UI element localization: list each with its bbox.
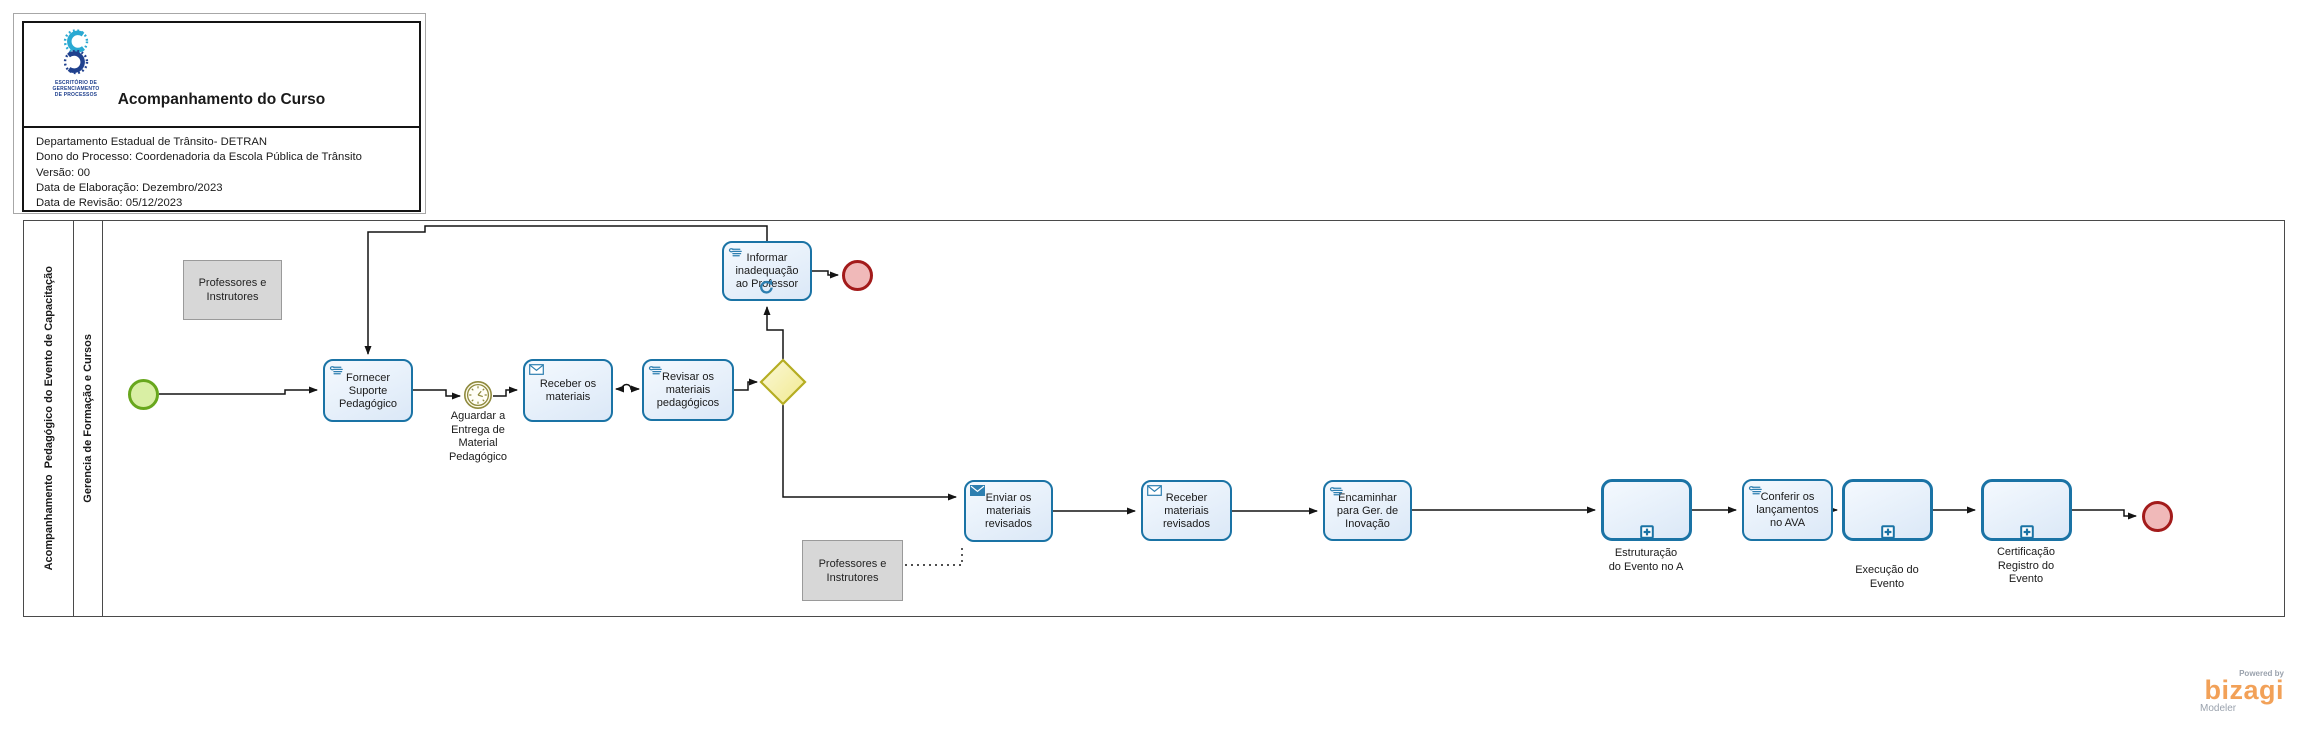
annotation-text: Professores e Instrutores — [198, 277, 267, 303]
task-informar-inadequacao[interactable]: Informar inadequação ao Professor — [722, 241, 812, 301]
task-label: Fornecer Suporte Pedagógico — [338, 371, 398, 410]
subprocess-plus-icon[interactable] — [1880, 525, 1895, 543]
manual-task-icon — [728, 246, 743, 263]
pool-header[interactable]: Acompanhamento Pedagógico do Evento de C… — [24, 221, 74, 616]
task-label: Enviar os materiais revisados — [984, 492, 1033, 530]
task-conferir-ava[interactable]: Conferir os lançamentos no AVA — [1742, 479, 1833, 541]
subprocess-certificacao-label: Certificação Registro do Evento — [1976, 546, 2076, 587]
logo-caption-line: DE PROCESSOS — [54, 92, 98, 98]
receive-message-icon — [529, 364, 544, 379]
annotation-professores-bottom[interactable]: Professores e Instrutores — [802, 540, 903, 601]
task-receber-materiais[interactable]: Receber os materiais — [523, 359, 613, 422]
send-message-icon — [970, 485, 985, 500]
task-label: Informar inadequação ao Professor — [735, 252, 799, 290]
manual-task-icon — [329, 364, 344, 381]
timer-event-label: Aguardar a Entrega de Material Pedagógic… — [436, 410, 520, 464]
task-label: Revisar os materiais pedagógicos — [656, 371, 720, 409]
subprocess-execucao[interactable] — [1842, 479, 1933, 541]
process-title: Acompanhamento do Curso — [117, 91, 326, 108]
process-header-card: ESCRITÓRIO DE GERENCIAMENTO DE PROCESSOS… — [13, 13, 426, 214]
metadata-line-owner: Dono do Processo: Coordenadoria da Escol… — [36, 151, 362, 164]
annotation-professores-top[interactable]: Professores e Instrutores — [183, 260, 282, 320]
label-line: do Evento no A — [1608, 561, 1684, 571]
subprocess-estruturacao-label: Estruturação do Evento no A — [1596, 546, 1696, 571]
task-receber-revisados[interactable]: Receber materiais revisados — [1141, 480, 1232, 541]
timer-label-line: Aguardar a — [450, 410, 506, 422]
manual-task-icon — [1748, 484, 1763, 501]
metadata-line-version: Versão: 00 — [36, 166, 91, 179]
loop-marker-icon — [757, 278, 777, 299]
metadata-line-department: Departamento Estadual de Trânsito- DETRA… — [36, 136, 268, 148]
end-event-final[interactable] — [2142, 501, 2173, 532]
timer-label-line: Material — [458, 437, 498, 449]
start-event[interactable] — [128, 379, 159, 410]
gears-logo-icon — [63, 29, 89, 75]
logo-caption-line: ESCRITÓRIO DE — [54, 80, 98, 86]
annotation-text: Professores e Instrutores — [818, 557, 887, 584]
task-label: Encaminhar para Ger. de Inovação — [1336, 491, 1399, 530]
label-line: Execução do — [1855, 564, 1919, 576]
pool-name-label: Acompanhamento Pedagógico do Evento de C… — [42, 266, 55, 571]
receive-message-icon — [1147, 485, 1162, 500]
exclusive-gateway[interactable] — [759, 358, 807, 406]
process-header-inner: ESCRITÓRIO DE GERENCIAMENTO DE PROCESSOS… — [22, 21, 421, 212]
task-enviar-revisados[interactable]: Enviar os materiais revisados — [964, 480, 1053, 542]
timer-label-line: Entrega de — [451, 423, 505, 436]
timer-intermediate-event[interactable] — [463, 380, 493, 410]
label-line: Registro do — [1997, 559, 2055, 572]
end-event-inadequacao[interactable] — [842, 260, 873, 291]
bizagi-watermark: Powered by bizagi Modeler — [2198, 669, 2284, 714]
lane-name-label: Gerencia de Formação e Cursos — [82, 334, 94, 503]
manual-task-icon — [648, 364, 663, 381]
timer-label-line: Pedagógico — [448, 450, 508, 463]
logo-caption-line: GERENCIAMENTO — [52, 86, 100, 92]
subprocess-estruturacao[interactable] — [1601, 479, 1692, 541]
subprocess-certificacao[interactable] — [1981, 479, 2072, 541]
metadata-line-created: Data de Elaboração: Dezembro/2023 — [36, 181, 223, 194]
bizagi-product-text: Modeler — [2200, 703, 2237, 714]
lane-header[interactable]: Gerencia de Formação e Cursos — [74, 221, 103, 616]
organization-logo: ESCRITÓRIO DE GERENCIAMENTO DE PROCESSOS — [48, 29, 104, 98]
task-revisar-materiais[interactable]: Revisar os materiais pedagógicos — [642, 359, 734, 421]
bizagi-logo-text: bizagi — [2204, 675, 2284, 705]
task-fornecer-suporte[interactable]: Fornecer Suporte Pedagógico — [323, 359, 413, 422]
subprocess-plus-icon[interactable] — [1639, 525, 1654, 543]
task-label: Receber os materiais — [539, 378, 597, 403]
label-line: Evento — [2008, 573, 2044, 585]
metadata-line-revised: Data de Revisão: 05/12/2023 — [36, 197, 183, 210]
task-label: Receber materiais revisados — [1162, 491, 1211, 530]
process-header-title-row: ESCRITÓRIO DE GERENCIAMENTO DE PROCESSOS… — [24, 23, 419, 128]
task-label: Conferir os lançamentos no AVA — [1756, 491, 1819, 529]
label-line: Evento — [1869, 577, 1905, 590]
process-metadata: Departamento Estadual de Trânsito- DETRA… — [24, 128, 419, 211]
subprocess-plus-icon[interactable] — [2019, 525, 2034, 543]
powered-by-text: Powered by — [2239, 669, 2284, 678]
subprocess-execucao-label: Execução do Evento — [1852, 564, 1922, 591]
label-line: Certificação — [1996, 546, 2056, 558]
manual-task-icon — [1329, 485, 1344, 502]
label-line: Estruturação — [1614, 547, 1678, 559]
task-encaminhar-inovacao[interactable]: Encaminhar para Ger. de Inovação — [1323, 480, 1412, 541]
